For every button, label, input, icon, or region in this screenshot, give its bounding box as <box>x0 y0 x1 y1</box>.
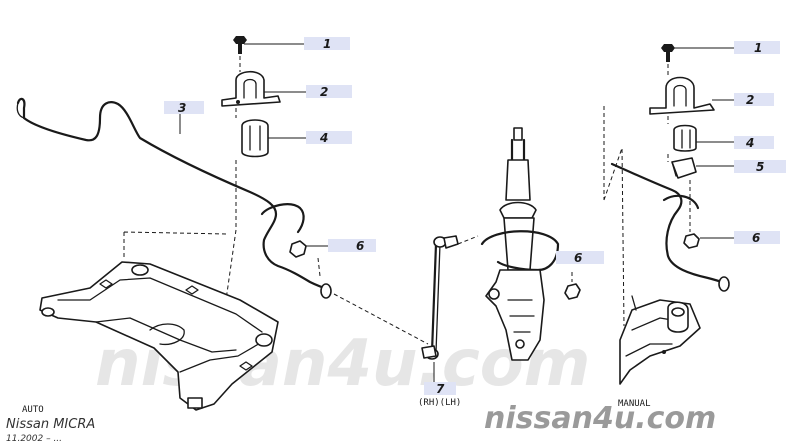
nut-6-left <box>289 240 307 258</box>
clamp-2-right <box>649 76 715 115</box>
strut-assembly <box>480 127 560 361</box>
callout-2-left <box>306 85 352 98</box>
right-stabilizer-group: 1 2 4 5 6 <box>603 41 786 385</box>
callout-6-mid <box>556 251 604 264</box>
callout-1-left-label: 1 <box>323 37 331 51</box>
callout-5-right <box>734 160 786 173</box>
stabilizer-bar-right <box>610 162 730 286</box>
callout-4-right-label: 4 <box>745 136 754 150</box>
callout-1-left <box>304 37 350 50</box>
connecting-rod-7 <box>421 235 459 360</box>
callout-4-right <box>734 136 774 149</box>
clamp-2-left <box>221 70 281 107</box>
callout-6-left <box>328 239 376 252</box>
suspension-member <box>39 261 279 411</box>
callout-7-mid-label: 7 <box>436 382 445 396</box>
callout-2-right-label: 2 <box>746 93 754 107</box>
rh-lh-label: (RH)(LH) <box>418 398 461 408</box>
callout-7-mid <box>424 382 456 395</box>
callout-2-left-label: 2 <box>320 85 328 99</box>
callout-1-right-label: 1 <box>754 41 762 55</box>
model-name: Nissan MICRA <box>6 417 95 432</box>
model-date: 11.2002 – ... <box>6 434 62 444</box>
callout-4-left-label: 4 <box>319 131 328 145</box>
callout-2-right <box>734 93 774 106</box>
middle-strut-group: 6 7 (RH)(LH) <box>418 127 604 408</box>
block-5-right <box>671 157 697 179</box>
left-stabilizer-group: 1 2 3 4 6 <box>16 36 376 411</box>
watermark-site: nissan4u.com <box>484 401 716 436</box>
stabilizer-bar-left <box>16 97 332 292</box>
nut-6-mid <box>564 283 581 300</box>
nut-6-right <box>683 233 700 249</box>
bolt-1-right <box>661 44 675 62</box>
bolt-1-left <box>233 36 247 54</box>
callout-6-right <box>734 231 780 244</box>
bushing-4-right <box>673 124 697 152</box>
manual-label: MANUAL <box>618 399 651 409</box>
callout-3-left <box>164 101 204 114</box>
callout-6-right-label: 6 <box>752 231 760 245</box>
auto-label: AUTO <box>22 405 44 415</box>
callout-6-left-label: 6 <box>356 239 364 253</box>
callout-6-mid-label: 6 <box>574 251 582 265</box>
callout-3-left-label: 3 <box>178 101 186 115</box>
lower-arm-bracket <box>619 295 701 385</box>
callout-4-left <box>306 131 352 144</box>
callout-5-right-label: 5 <box>756 160 764 174</box>
bushing-4-left <box>241 119 269 158</box>
callout-1-right <box>734 41 780 54</box>
